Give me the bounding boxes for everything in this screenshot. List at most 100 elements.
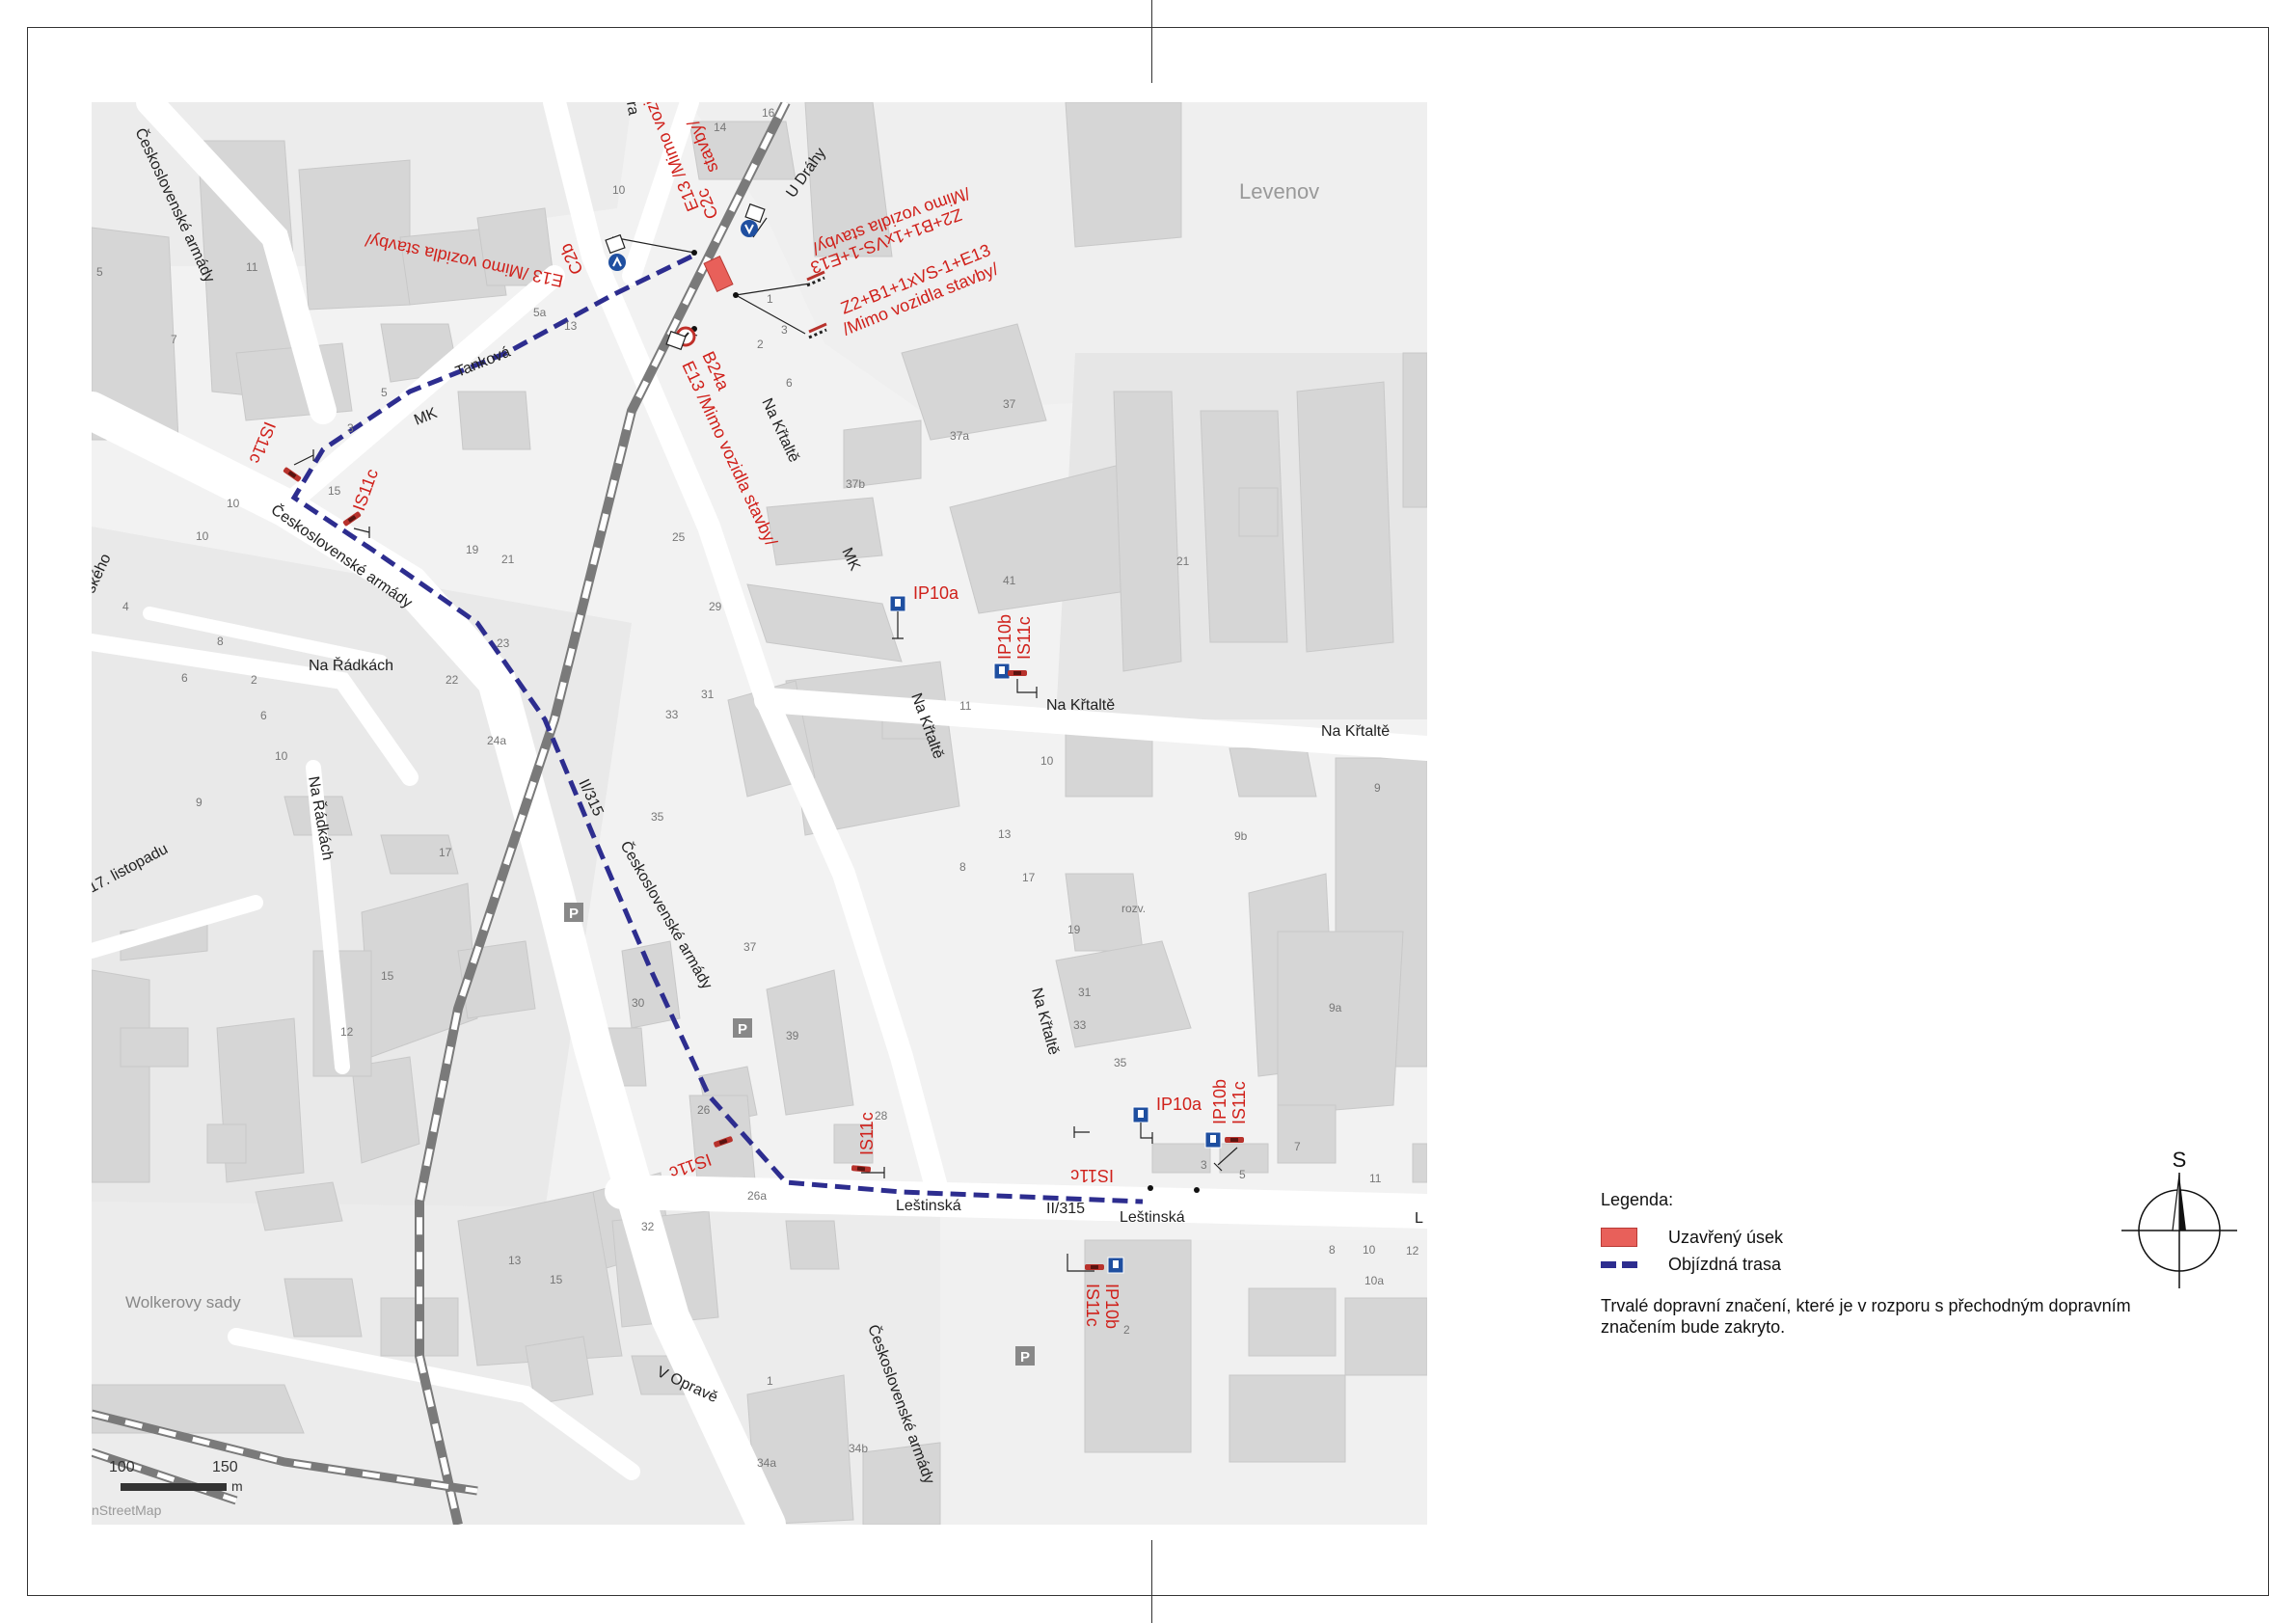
svg-text:34a: 34a [757,1456,776,1470]
svg-text:9: 9 [196,796,203,809]
svg-text:m: m [231,1478,243,1494]
svg-text:P: P [738,1021,747,1038]
svg-text:17: 17 [439,846,452,859]
svg-text:17: 17 [1022,871,1036,884]
label-ip10b-1: IP10b [995,614,1014,660]
svg-text:15: 15 [381,969,394,983]
legend-label-closed: Uzavřený úsek [1668,1227,1784,1247]
svg-text:12: 12 [340,1025,354,1039]
svg-text:6: 6 [260,709,267,722]
svg-text:2: 2 [1123,1323,1130,1337]
closed-section-swatch [1601,1228,1637,1247]
svg-text:15: 15 [550,1273,563,1286]
ip10a-sign-1-icon [889,595,906,612]
svg-text:6: 6 [786,376,793,390]
svg-text:31: 31 [1078,986,1092,999]
svg-text:30: 30 [632,996,645,1010]
road-ii315-2: II/315 [1046,1201,1085,1217]
svg-text:13: 13 [998,827,1012,841]
svg-text:10: 10 [1363,1243,1376,1257]
z2-barrier-icons [806,270,827,339]
svg-text:7: 7 [171,333,177,346]
map-panel[interactable]: P P P Levenov Československé armády Česk… [92,102,1427,1525]
svg-text:2: 2 [251,673,257,687]
svg-text:26a: 26a [747,1189,767,1203]
fold-mark-bottom [1151,1540,1152,1623]
svg-text:25: 25 [672,530,686,544]
svg-text:8: 8 [959,860,966,874]
svg-text:24a: 24a [487,734,506,747]
svg-text:15: 15 [328,484,341,498]
detour-swatch [1601,1255,1637,1274]
label-is11c-4: IS11c [1229,1081,1249,1124]
svg-text:5a: 5a [533,306,547,319]
label-is11c-6: IS11c [857,1112,877,1155]
svg-text:16: 16 [762,106,775,120]
svg-text:3: 3 [781,323,788,337]
roads [92,102,1427,1525]
svg-text:nStreetMap: nStreetMap [92,1502,162,1518]
area-wolkerovy-sady: Wolkerovy sady [125,1293,241,1312]
svg-text:150: 150 [212,1459,238,1475]
railway [92,102,791,1525]
svg-text:11: 11 [959,699,972,713]
compass-label: S [2173,1148,2187,1172]
street-na-kftalte-3: Na Křtaltě [1046,697,1115,714]
svg-text:10: 10 [227,497,240,510]
svg-text:5: 5 [96,265,103,279]
svg-text:8: 8 [217,635,224,648]
detour-route [290,254,1144,1204]
area-label: Levenov [1239,179,1319,203]
sheet-frame [27,27,2269,1596]
svg-text:9a: 9a [1329,1001,1342,1014]
svg-text:13: 13 [564,319,578,333]
svg-text:14: 14 [714,121,727,134]
svg-text:2: 2 [757,338,764,351]
svg-text:34b: 34b [849,1442,868,1455]
svg-text:5: 5 [381,386,388,399]
street-ra: ra [623,102,641,117]
svg-text:8: 8 [1329,1243,1336,1257]
svg-text:P: P [569,906,579,922]
legend: Legenda: Uzavřený úsek Objízdná trasa Tr… [1601,1190,2141,1338]
svg-text:21: 21 [501,553,515,566]
svg-text:rozv.: rozv. [1121,902,1146,915]
compass-needle-icon [2172,1174,2180,1231]
legend-note: Trvalé dopravní značení, které je v rozp… [1601,1296,2131,1337]
svg-text:9b: 9b [1234,829,1248,843]
svg-text:28: 28 [875,1109,888,1123]
svg-text:22: 22 [446,673,459,687]
sign-brackets [293,449,1238,1272]
parking-icons: P P P [564,903,1035,1366]
street-na-kftalte-4: Na Křtaltě [1321,723,1390,740]
street-lestinska-2: Leštinská [1120,1209,1185,1226]
svg-text:10: 10 [1040,754,1054,768]
svg-text:37b: 37b [846,477,865,491]
sign-c2b-icon [608,254,626,271]
legend-item-closed: Uzavřený úsek [1601,1224,2141,1251]
label-is11c-3: IS11c [1014,616,1034,660]
svg-text:12: 12 [1406,1244,1419,1258]
svg-text:35: 35 [1114,1056,1127,1069]
svg-text:7: 7 [1294,1140,1301,1153]
svg-text:13: 13 [508,1254,522,1267]
svg-text:9: 9 [1374,781,1381,795]
svg-text:5: 5 [1239,1168,1246,1181]
svg-text:19: 19 [466,543,479,556]
svg-text:32: 32 [641,1220,655,1233]
compass: S [2112,1146,2247,1290]
svg-text:35: 35 [651,810,664,824]
legend-label-detour: Objízdná trasa [1668,1254,1782,1274]
svg-text:29: 29 [709,600,722,613]
svg-text:11: 11 [1369,1172,1382,1185]
label-ip10b-3: IP10b [1102,1284,1121,1329]
svg-text:39: 39 [786,1029,799,1042]
svg-text:4: 4 [122,600,129,613]
svg-text:41: 41 [1003,574,1016,587]
svg-text:11: 11 [246,260,258,274]
svg-text:33: 33 [1073,1018,1087,1032]
ip10a-sign-2-icon [1132,1106,1149,1123]
label-ip10a-2: IP10a [1156,1095,1202,1114]
sign-e13-boxes [605,203,766,351]
street-lestinska-3: L [1415,1210,1423,1227]
